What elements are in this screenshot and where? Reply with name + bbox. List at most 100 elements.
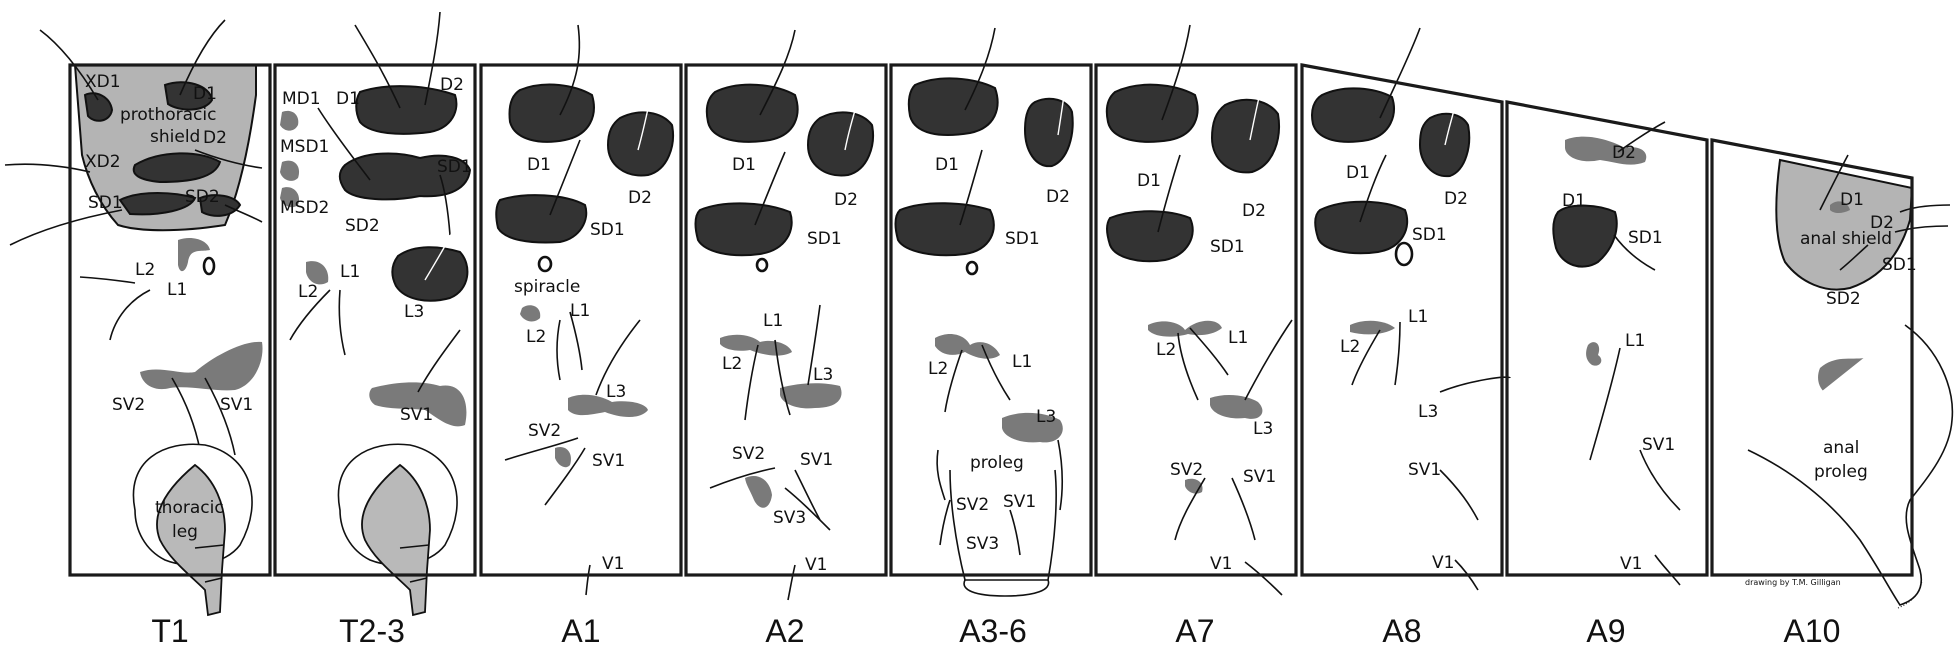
label-anal-shield: anal shield <box>1800 229 1892 249</box>
pinaculum <box>280 110 299 131</box>
label-sd1: SD1 <box>88 193 123 213</box>
seta-hair-white <box>1444 61 1471 146</box>
label-l2: L2 <box>298 282 318 302</box>
seta-hair <box>544 447 586 506</box>
seta-hair <box>1174 477 1206 541</box>
label-l3: L3 <box>813 365 833 385</box>
label-msd2: MSD2 <box>280 198 329 218</box>
label-msd1: MSD1 <box>280 137 329 157</box>
segment-box-t1 <box>68 63 272 577</box>
label-sv1: SV1 <box>1003 492 1036 512</box>
shield-spot <box>198 194 242 217</box>
segment-a7 <box>1105 24 1293 596</box>
segment-t2-3 <box>280 11 472 617</box>
label-l3: L3 <box>606 382 626 402</box>
label-sv1: SV1 <box>1243 467 1276 487</box>
label-d2: D2 <box>203 128 227 148</box>
segment-label-a2: A2 <box>765 613 804 649</box>
seta-hair <box>39 29 99 101</box>
pinaculum <box>1586 342 1602 366</box>
plate-d2 <box>1023 97 1074 168</box>
label-d2: D2 <box>1046 187 1070 207</box>
shield-spot <box>118 192 197 216</box>
plate-d2 <box>606 111 674 177</box>
label-l1: L1 <box>1228 328 1248 348</box>
shield-spot <box>132 152 222 184</box>
seta-hair <box>774 339 791 416</box>
leg-joint <box>194 544 225 549</box>
shield-spot <box>1830 201 1850 213</box>
seta-hair <box>1394 321 1401 386</box>
a2-spiracle <box>755 257 769 273</box>
seta-hair <box>1231 477 1256 541</box>
segment-t1 <box>4 19 263 617</box>
plate-sd1 <box>894 202 995 257</box>
leg-joint <box>409 577 428 583</box>
segment-label-a3-6: A3-6 <box>959 613 1027 649</box>
seta-hair <box>1009 509 1021 556</box>
seta-hair <box>1157 154 1181 233</box>
seta-hair <box>194 149 263 169</box>
label-proleg: proleg <box>970 453 1024 473</box>
seta-hair <box>569 311 583 371</box>
plate-d1-sd1 <box>1552 204 1618 268</box>
pinaculum <box>780 383 842 409</box>
label-sv2: SV2 <box>1170 460 1203 480</box>
label-d2: D2 <box>1612 143 1636 163</box>
plate-d1 <box>1105 83 1199 143</box>
label-l1: L1 <box>167 280 187 300</box>
label-v1: V1 <box>805 555 827 575</box>
seta-hair <box>1899 204 1951 213</box>
seta-hair <box>556 319 561 381</box>
label-sd1: SD1 <box>590 220 625 240</box>
label-l1: L1 <box>340 262 360 282</box>
seta-hair <box>171 377 201 451</box>
seta-hair <box>9 209 123 246</box>
seta-hair <box>784 487 831 531</box>
pinaculum <box>745 475 772 508</box>
plate-d2 <box>806 111 874 177</box>
t1-spiracle <box>202 256 216 276</box>
label-l1: L1 <box>570 301 590 321</box>
label-sd1: SD1 <box>1412 225 1447 245</box>
segment-box-a1 <box>479 63 683 577</box>
seta-hair <box>338 289 346 356</box>
label-l2: L2 <box>1340 337 1360 357</box>
label-prothoracic: prothoracic <box>120 105 216 125</box>
pinaculum <box>1565 136 1647 165</box>
a1-spiracle <box>537 255 553 273</box>
anal-proleg-outline <box>1747 324 1954 606</box>
segment-label-t1: T1 <box>151 613 188 649</box>
label-l2: L2 <box>722 354 742 374</box>
seta-hair <box>79 276 136 284</box>
segment-a1 <box>495 24 674 596</box>
segment-box-a7 <box>1094 63 1298 577</box>
proleg-crochets <box>963 579 1050 597</box>
pinaculum <box>369 382 467 427</box>
proleg-outline <box>949 469 1057 581</box>
label-l2: L2 <box>928 359 948 379</box>
segment-a3-6 <box>894 27 1074 597</box>
segment-box-a2 <box>684 63 888 577</box>
label-sd1: SD1 <box>807 229 842 249</box>
seta-hair <box>936 449 946 501</box>
seta-hair <box>1189 327 1229 376</box>
seta-hair <box>1057 439 1063 511</box>
seta-hair <box>1351 329 1381 386</box>
seta-hair <box>1244 561 1283 596</box>
label-l2: L2 <box>135 260 155 280</box>
seta-hair-white <box>844 77 866 151</box>
pinaculum <box>178 238 210 272</box>
credit-text: drawing by T.M. Gilligan <box>1745 578 1841 587</box>
segment-a9 <box>1552 121 1681 586</box>
pinaculum <box>1148 320 1222 337</box>
segment-a8 <box>1311 27 1511 591</box>
seta-hair <box>744 344 759 421</box>
plate-sd1 <box>1314 200 1409 255</box>
seta-hair <box>1894 225 1949 233</box>
pinaculum <box>1210 395 1263 419</box>
label-sv2: SV2 <box>956 495 989 515</box>
seta-hair <box>1379 27 1421 119</box>
a3-6-spiracle <box>965 260 979 276</box>
